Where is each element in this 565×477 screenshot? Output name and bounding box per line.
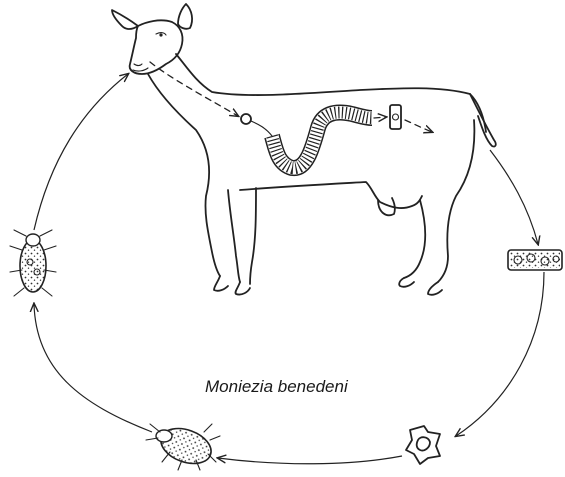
oribatid-mite-icon	[146, 422, 220, 470]
cycle-arrow-host-to-segment	[490, 150, 538, 244]
cycle-arrow-segment-to-egg	[456, 272, 544, 436]
tapeworm-in-intestine-icon	[241, 105, 401, 168]
cycle-arrow-infected-mite-to-host	[34, 74, 128, 230]
infected-mite-icon	[10, 230, 56, 296]
diagram-caption: Moniezia benedeni	[205, 377, 348, 397]
egg-icon	[406, 426, 440, 464]
gravid-segment-icon	[508, 250, 562, 270]
segment-release-dashed-arrow	[374, 117, 386, 118]
cycle-arrow-mite-to-infected-mite	[34, 304, 152, 432]
segment-exit-dashed-arrow	[405, 120, 432, 132]
ingestion-dashed-arrow	[150, 62, 238, 116]
cycle-arrow-egg-to-mite	[218, 456, 402, 464]
